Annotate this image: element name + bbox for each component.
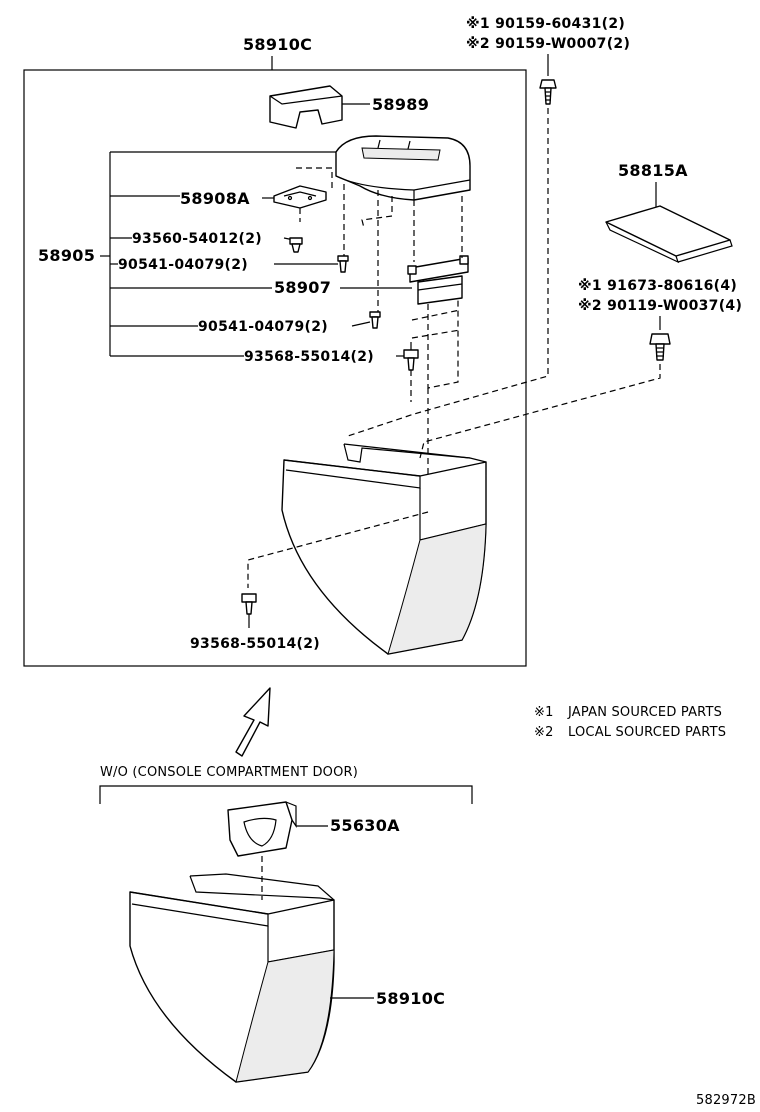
part-console-box-main[interactable] — [281, 443, 487, 655]
label-93560-54012: 93560-54012(2) — [132, 231, 262, 247]
screw-90541-04079-a[interactable] — [337, 255, 349, 273]
bolt-93568-55014-b[interactable] — [241, 593, 257, 615]
bolt-top-line2: ※2 90159-W0007(2) — [466, 36, 630, 52]
part-58989-cap[interactable] — [269, 85, 343, 129]
screw-90541-04079-b[interactable] — [369, 311, 381, 329]
label-93568-55014-b: 93568-55014(2) — [190, 636, 320, 652]
variant-label: W/O (CONSOLE COMPARTMENT DOOR) — [100, 765, 358, 780]
assembly-frame — [23, 69, 527, 667]
bolt-91673[interactable] — [649, 333, 671, 361]
frame-label: 58910C — [243, 35, 312, 54]
part-console-box-lower[interactable] — [129, 873, 335, 1083]
bolt-top-line1: ※1 90159-60431(2) — [466, 16, 625, 32]
label-58815A: 58815A — [618, 161, 688, 180]
legend-text-2: LOCAL SOURCED PARTS — [568, 725, 726, 740]
legend-mark-2: ※2 — [534, 725, 554, 740]
label-90541-04079-b: 90541-04079(2) — [198, 319, 328, 335]
part-58815A-pad[interactable] — [605, 205, 733, 264]
bolt-right-line1: ※1 91673-80616(4) — [578, 278, 737, 294]
label-93568-55014-a: 93568-55014(2) — [244, 349, 374, 365]
part-58908A-hinge[interactable] — [273, 185, 327, 209]
part-58907-bracket[interactable] — [407, 255, 469, 305]
label-58989: 58989 — [372, 95, 429, 114]
legend-mark-1: ※1 — [534, 705, 554, 720]
arrow-indicator — [235, 687, 271, 757]
drawing-number: 582972B — [696, 1093, 756, 1108]
screw-93560-54012[interactable] — [289, 237, 303, 253]
label-58908A: 58908A — [180, 189, 250, 208]
part-armrest-lid[interactable] — [335, 135, 471, 201]
label-58905: 58905 — [38, 246, 95, 265]
label-55630A: 55630A — [330, 816, 400, 835]
bolt-90159[interactable] — [539, 79, 557, 105]
label-90541-04079-a: 90541-04079(2) — [118, 257, 248, 273]
part-55630A-insert[interactable] — [227, 801, 297, 857]
legend-text-1: JAPAN SOURCED PARTS — [567, 705, 722, 720]
label-58910C-lower: 58910C — [376, 989, 445, 1008]
label-58907: 58907 — [274, 278, 331, 297]
bolt-93568-55014-a[interactable] — [403, 342, 419, 371]
bolt-right-line2: ※2 90119-W0037(4) — [578, 298, 742, 314]
